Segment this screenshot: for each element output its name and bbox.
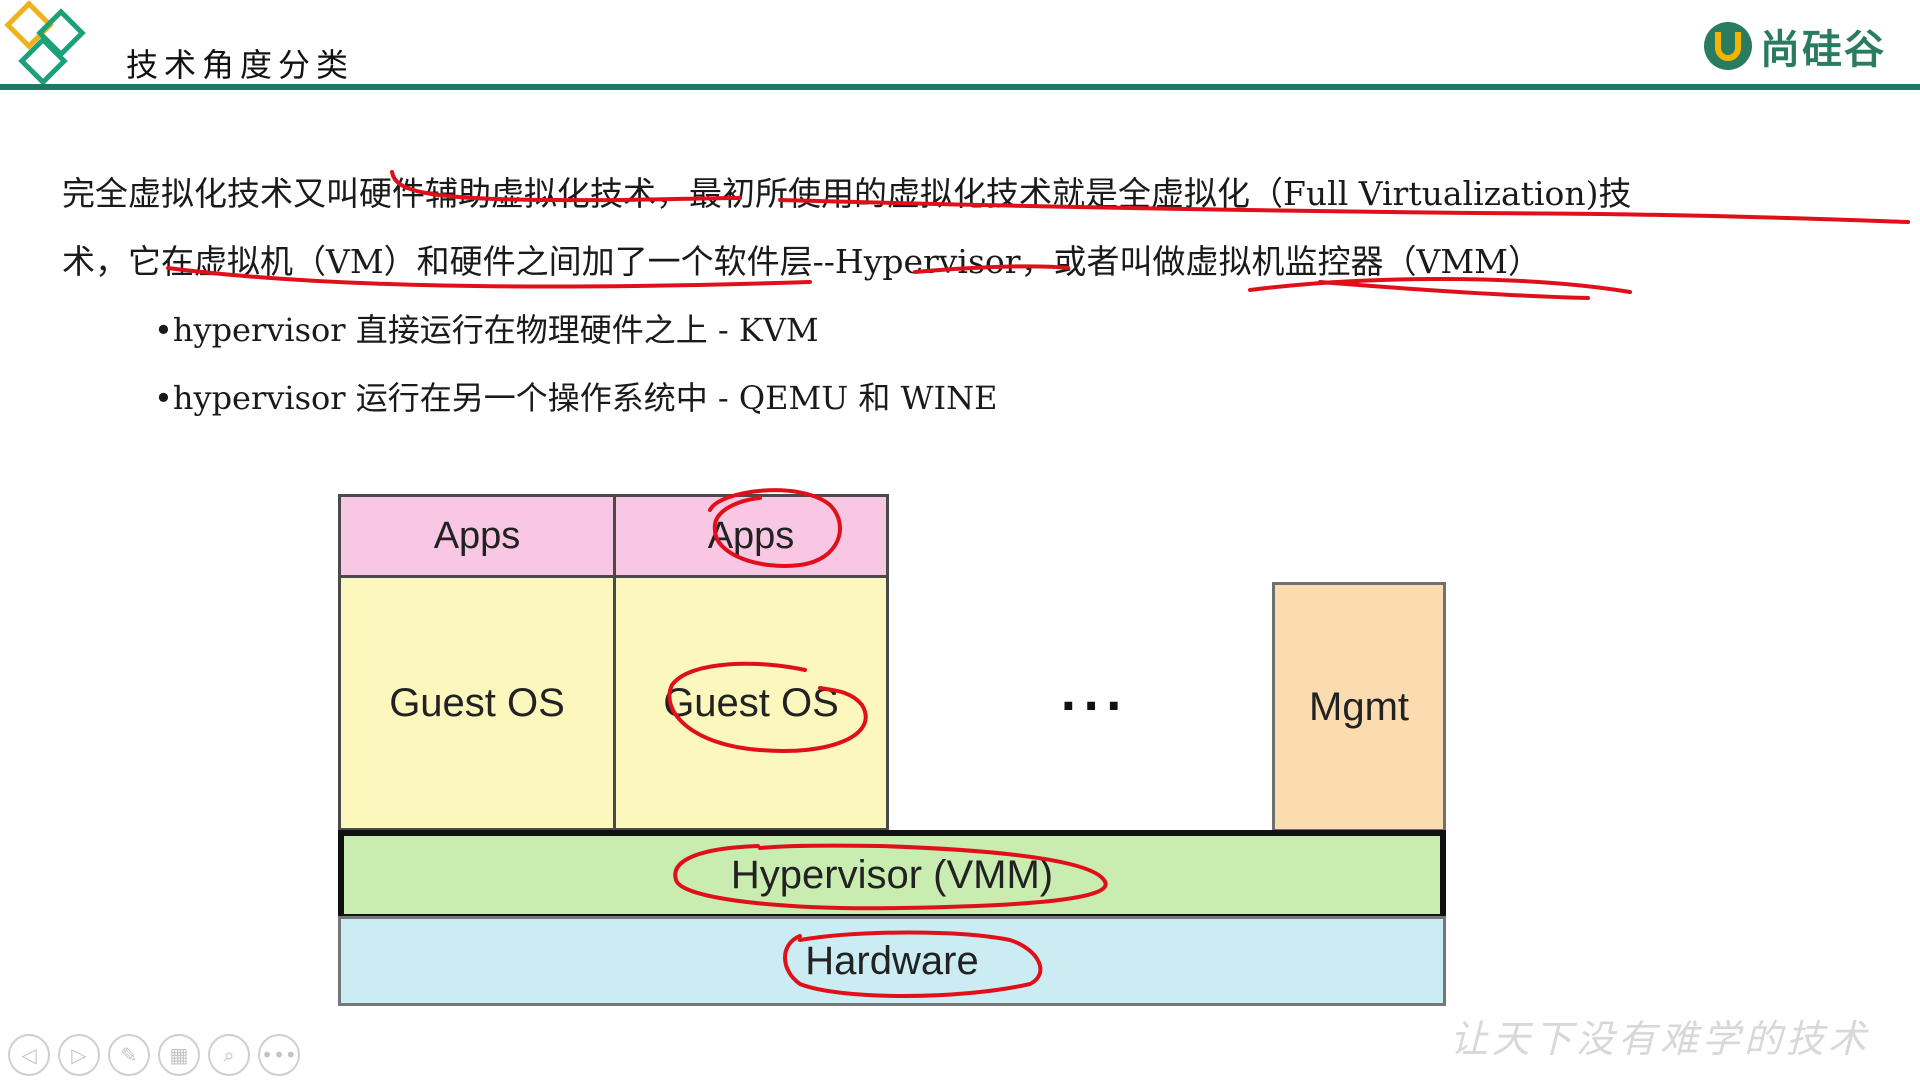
bullet-item-kvm: •hypervisor 直接运行在物理硬件之上 - KVM bbox=[154, 311, 819, 349]
prev-icon[interactable]: ◁ bbox=[8, 1034, 50, 1076]
guest-os-block-2: Guest OS bbox=[613, 575, 889, 831]
next-icon[interactable]: ▷ bbox=[58, 1034, 100, 1076]
bullet-item-qemu: •hypervisor 运行在另一个操作系统中 - QEMU 和 WINE bbox=[154, 379, 998, 417]
apps-block-2: Apps bbox=[613, 494, 889, 578]
header-divider bbox=[0, 84, 1920, 90]
slides-icon[interactable]: ▦ bbox=[158, 1034, 200, 1076]
diamond-logo-icon bbox=[4, 0, 86, 86]
bullet-list: •hypervisor 直接运行在物理硬件之上 - KVM •hyperviso… bbox=[154, 296, 997, 432]
ellipsis-more-vms: ... bbox=[1060, 670, 1129, 721]
slide-header: 技术角度分类 尚硅谷 bbox=[0, 0, 1920, 92]
brand-u-icon bbox=[1704, 22, 1752, 70]
hardware-block: Hardware bbox=[338, 916, 1446, 1006]
brand-logo: 尚硅谷 bbox=[1702, 18, 1886, 74]
apps-block-1: Apps bbox=[338, 494, 616, 578]
slide-title: 技术角度分类 bbox=[126, 46, 355, 84]
hypervisor-block: Hypervisor (VMM) bbox=[338, 830, 1446, 920]
more-icon[interactable]: ••• bbox=[258, 1034, 300, 1076]
guest-os-block-1: Guest OS bbox=[338, 575, 616, 831]
footer-slogan: 让天下没有难学的技术 bbox=[1449, 1017, 1870, 1061]
mgmt-block: Mgmt bbox=[1272, 582, 1446, 832]
presentation-toolbar: ◁ ▷ ✎ ▦ ⌕ ••• bbox=[8, 1034, 300, 1076]
zoom-icon[interactable]: ⌕ bbox=[208, 1034, 250, 1076]
brand-name: 尚硅谷 bbox=[1760, 27, 1886, 73]
pen-icon[interactable]: ✎ bbox=[108, 1034, 150, 1076]
